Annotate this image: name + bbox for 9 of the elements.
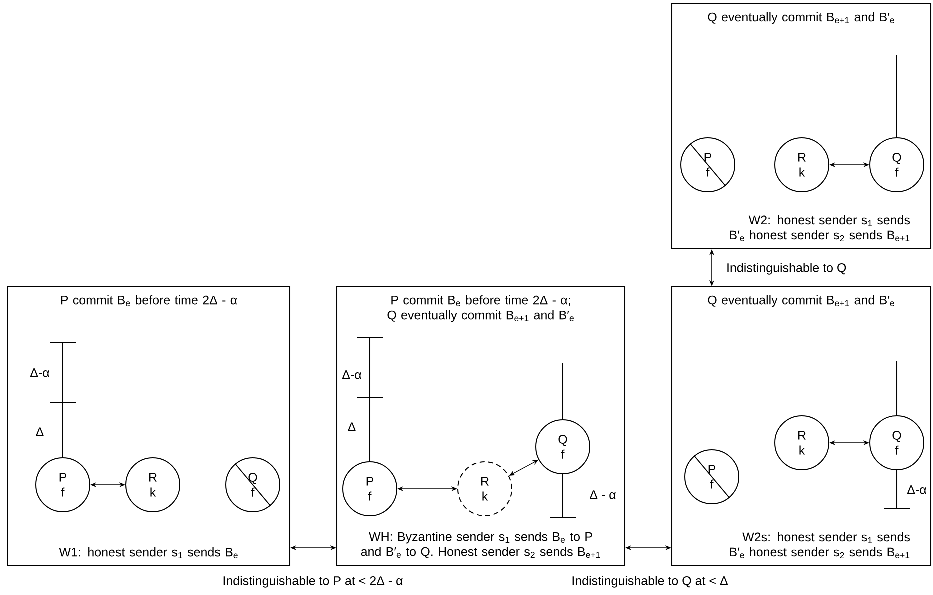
edge-label: Indistinguishable to Q at < Δ bbox=[570, 574, 730, 590]
interval-label: Δ-α bbox=[30, 368, 50, 378]
interval-label: Δ-α bbox=[908, 486, 927, 494]
interval-label: Δ-α bbox=[342, 370, 362, 380]
edge-label: Indistinguishable to P at < 2Δ - α bbox=[220, 574, 406, 590]
edge-label: Indistinguishable to Q bbox=[724, 261, 849, 277]
interval-label: Δ bbox=[36, 428, 44, 436]
interval-label: Δ bbox=[348, 422, 356, 432]
interval-label: Δ - α bbox=[590, 490, 616, 500]
